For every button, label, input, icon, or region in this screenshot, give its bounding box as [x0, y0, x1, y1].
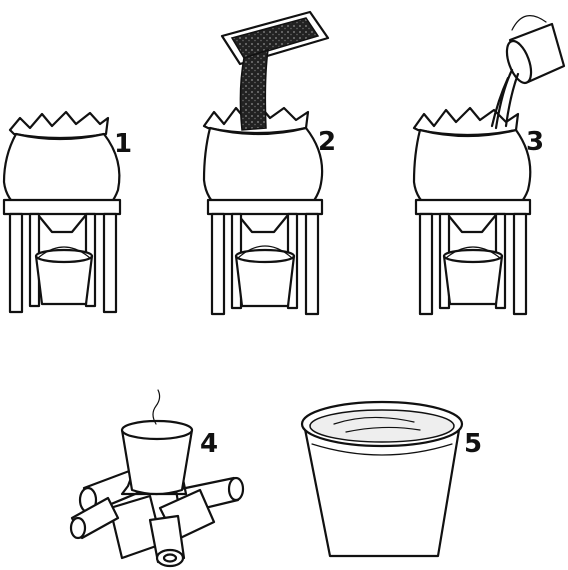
bucket	[236, 256, 294, 306]
step-number-3: 3	[526, 127, 544, 157]
steam	[153, 390, 160, 424]
stand-top	[4, 200, 120, 214]
step-number-4: 4	[200, 429, 218, 459]
water-stream	[492, 70, 518, 128]
stand-leg-right	[104, 214, 116, 312]
cooking-pot-rim	[122, 421, 192, 439]
step-number-2: 2	[318, 127, 336, 157]
stand-top	[416, 200, 530, 214]
grass-top	[414, 108, 518, 135]
bucket	[36, 256, 92, 304]
container-contents	[310, 410, 454, 442]
bucket-rim	[36, 250, 92, 262]
pouring-bucket	[502, 16, 564, 86]
clay-pot	[4, 134, 119, 210]
grain-stream	[240, 50, 268, 130]
bucket	[444, 256, 502, 304]
stand-leg-left	[420, 214, 432, 314]
pot-stand-apparatus-1	[4, 112, 120, 312]
stand-top	[208, 200, 322, 214]
pot-stand-apparatus-2	[204, 12, 328, 314]
bucket-rim	[444, 250, 502, 262]
clay-pot	[204, 128, 322, 210]
stand-leg-left	[212, 214, 224, 314]
mash-container-apparatus	[302, 402, 462, 556]
step-number-5: 5	[464, 429, 482, 459]
stand-leg-right	[514, 214, 526, 314]
clay-pot	[414, 130, 530, 210]
stand-leg-right	[306, 214, 318, 314]
fire-pot-apparatus	[71, 390, 243, 566]
pot-stand-apparatus-3	[414, 16, 564, 314]
grass-top	[10, 112, 108, 138]
step-number-1: 1	[114, 129, 132, 159]
bucket-rim	[236, 250, 294, 262]
stand-leg-left	[10, 214, 22, 312]
